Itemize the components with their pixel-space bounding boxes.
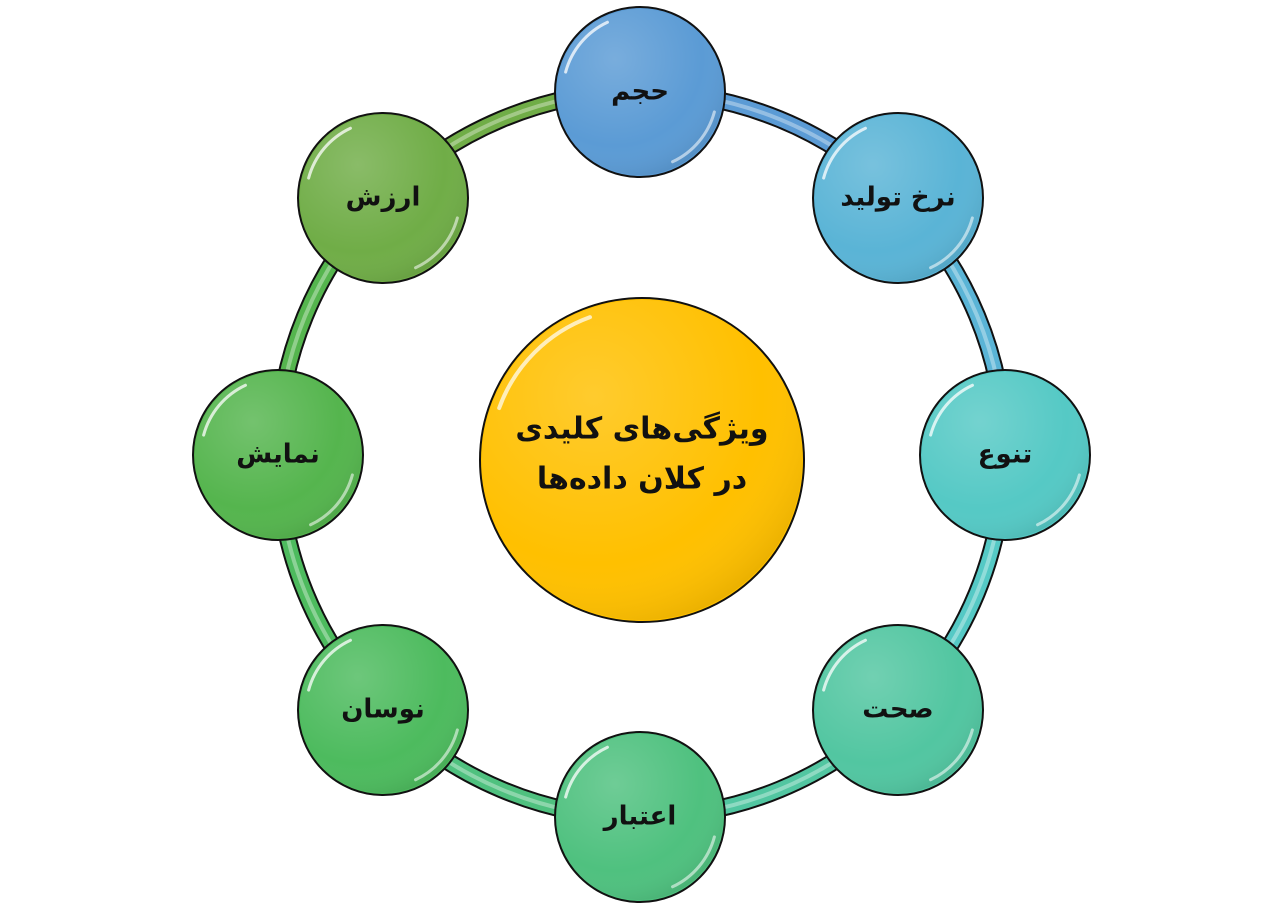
node-label: اعتبار [602,802,677,832]
characteristic-node: نوسان [297,624,469,796]
characteristic-nodes: حجم نرخ تولید تنوع صحت اعتبار نوسان نمایش ارزش [192,6,1091,903]
characteristic-node: تنوع [919,369,1091,541]
node-label: تنوع [978,440,1032,470]
node-label: نوسان [341,695,425,725]
node-label: صحت [862,695,933,725]
characteristic-node: حجم [554,6,726,178]
center-title-line2: در کلان داده‌ها [537,462,747,497]
center-circle: ویژگی‌های کلیدی در کلان داده‌ها [479,297,805,623]
node-label: نرخ تولید [840,183,955,213]
characteristic-node: اعتبار [554,731,726,903]
node-label: نمایش [236,440,319,470]
characteristic-node: ارزش [297,112,469,284]
center-title-line1: ویژگی‌های کلیدی [515,411,768,447]
node-label: ارزش [346,183,421,213]
node-label: حجم [611,77,669,107]
characteristic-node: نمایش [192,369,364,541]
characteristic-node: صحت [812,624,984,796]
characteristic-node: نرخ تولید [812,112,984,284]
